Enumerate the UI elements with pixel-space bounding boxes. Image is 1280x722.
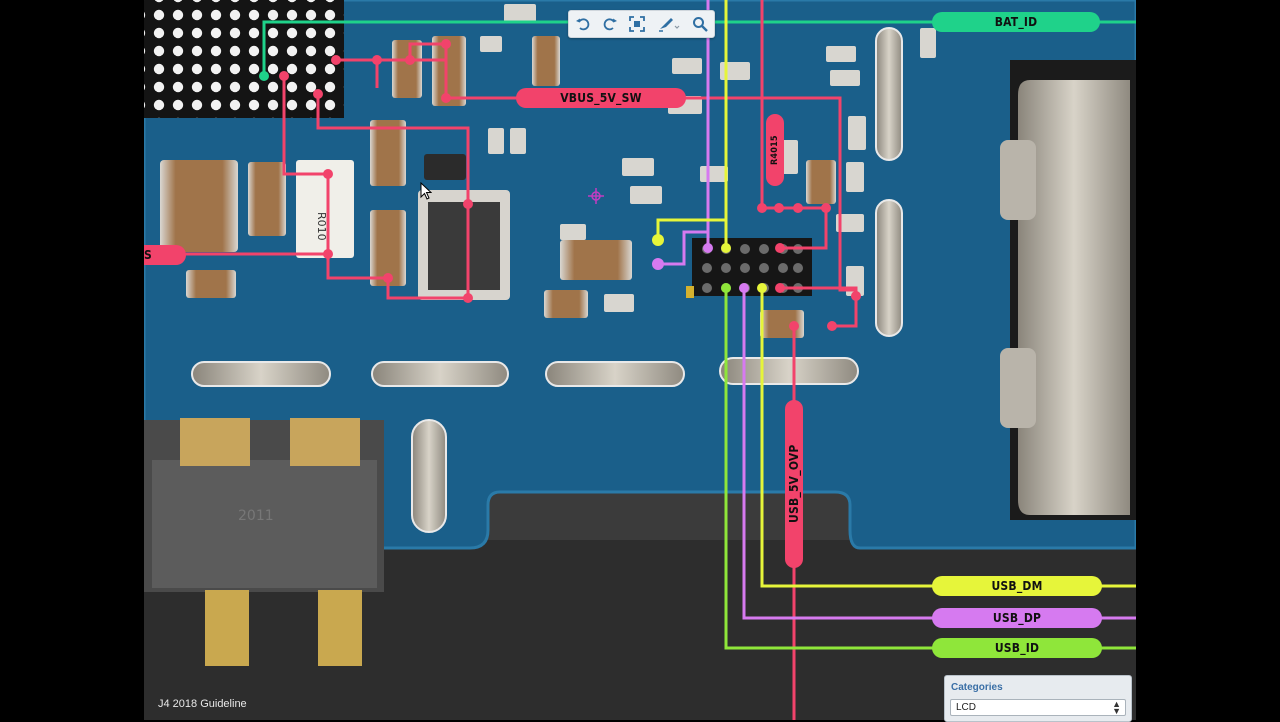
net-label-usb-5v-ovp[interactable]: USB_5V_OVP: [785, 400, 803, 568]
search-icon: [693, 17, 709, 32]
rotate-left-icon: [575, 18, 589, 31]
silkscreen-conn: 2011: [238, 508, 274, 524]
select-arrows-icon: ▲▼: [1112, 699, 1121, 716]
net-label-bat-id[interactable]: BAT_ID: [932, 12, 1100, 32]
document-title: J4 2018 Guideline: [158, 698, 247, 710]
net-label-vbus-5v-sw[interactable]: VBUS_5V_SW: [516, 88, 686, 108]
view-toolbar: [568, 10, 715, 38]
board-viewer[interactable]: R010 2011: [144, 0, 1136, 720]
search-button[interactable]: [689, 13, 711, 35]
net-label-usb-dp[interactable]: USB_DP: [932, 608, 1102, 628]
highlight-tool-icon: [658, 18, 680, 32]
net-label-usb-id[interactable]: USB_ID: [932, 638, 1102, 658]
categories-selected-value: LCD: [956, 702, 977, 713]
pcb-board-image: R010 2011: [144, 0, 1136, 720]
mouse-cursor-icon: [420, 182, 432, 200]
net-label-left[interactable]: S: [144, 245, 186, 265]
categories-panel: Categories LCD ▲▼: [944, 675, 1132, 722]
fit-screen-icon: [629, 16, 646, 32]
rotate-left-button[interactable]: [572, 13, 594, 35]
crosshair-marker: [588, 188, 604, 204]
rotate-right-icon: [603, 18, 618, 31]
silkscreen-r010: R010: [315, 212, 328, 241]
net-label-usb-dm[interactable]: USB_DM: [932, 576, 1102, 596]
categories-label: Categories: [951, 682, 1003, 693]
fit-screen-button[interactable]: [626, 13, 648, 35]
rotate-right-button[interactable]: [599, 13, 621, 35]
highlight-tool-button[interactable]: [654, 13, 684, 35]
net-label-r4015[interactable]: R4015: [766, 114, 784, 186]
categories-select[interactable]: LCD ▲▼: [950, 699, 1126, 716]
